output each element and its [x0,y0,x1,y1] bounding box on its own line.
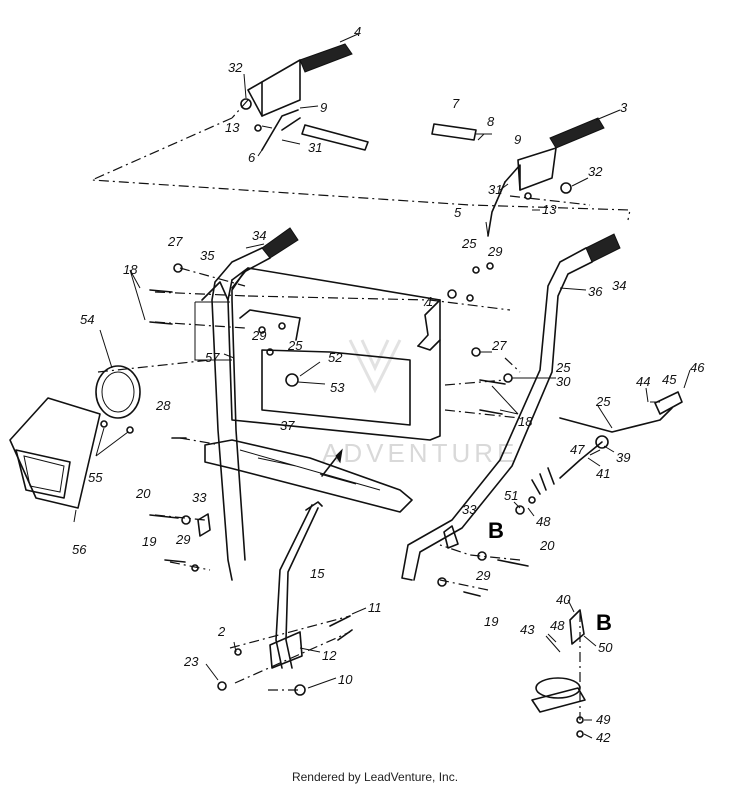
label-52: 52 [328,350,343,365]
detail-b [531,609,586,713]
label-42: 42 [596,730,611,745]
label-29b: 29 [251,328,266,343]
watermark-logo: ADVENTURE [322,339,518,468]
label-33: 33 [192,490,207,505]
label-29d: 29 [475,568,490,583]
label-32b: 32 [588,164,603,179]
part-labels: 4 32 9 13 6 31 7 8 3 9 32 31 5 13 34 27 … [72,24,705,745]
label-45: 45 [662,372,677,387]
label-41: 41 [596,466,610,481]
label-53: 53 [330,380,345,395]
hardware [100,98,584,738]
label-46: 46 [690,360,705,375]
label-43: 43 [520,622,535,637]
label-6: 6 [248,150,256,165]
label-25d: 25 [595,394,611,409]
gear-linkage [531,391,683,495]
label-9b: 9 [514,132,521,147]
label-19: 19 [142,534,156,549]
label-4: 4 [354,24,361,39]
label-47: 47 [570,442,585,457]
label-20b: 20 [539,538,555,553]
label-25b: 25 [287,338,303,353]
label-31: 31 [308,140,322,155]
label-28: 28 [155,398,171,413]
label-5: 5 [454,205,462,220]
shift-rod [269,501,323,669]
label-54: 54 [80,312,94,327]
label-2: 2 [217,624,226,639]
label-20: 20 [135,486,151,501]
label-9: 9 [320,100,327,115]
label-18b: 18 [518,414,533,429]
label-57: 57 [205,350,220,365]
label-11: 11 [368,600,382,615]
lower-frame [204,439,413,513]
label-31b: 31 [488,182,502,197]
label-34b: 34 [612,278,626,293]
label-23: 23 [183,654,199,669]
label-49: 49 [596,712,610,727]
grip-sleeve [301,123,492,151]
label-37: 37 [280,418,295,433]
label-50: 50 [598,640,613,655]
label-48b: 48 [550,618,565,633]
left-control-handle [247,43,353,151]
label-13: 13 [225,120,240,135]
leader-lines [73,33,691,739]
label-56: 56 [72,542,87,557]
label-27: 27 [167,234,183,249]
label-10: 10 [338,672,353,687]
label-19b: 19 [484,614,498,629]
label-3: 3 [620,100,628,115]
label-40: 40 [556,592,571,607]
label-32: 32 [228,60,243,75]
left-handlebar [201,227,299,581]
label-13b: 13 [542,202,557,217]
control-panel [194,267,441,441]
label-1: 1 [426,294,433,309]
label-27b: 27 [491,338,507,353]
label-35: 35 [200,248,215,263]
footer-credit: Rendered by LeadVenture, Inc. [291,770,459,784]
label-25: 25 [461,236,477,251]
watermark-text: ADVENTURE [322,438,518,468]
label-29c: 29 [175,532,190,547]
label-34: 34 [252,228,266,243]
label-36: 36 [588,284,603,299]
callout-b-right: B [596,610,612,635]
label-44: 44 [636,374,650,389]
label-25c: 25 [555,360,571,375]
label-33b: 33 [462,502,477,517]
label-12: 12 [322,648,337,663]
label-18: 18 [123,262,138,277]
label-30: 30 [556,374,571,389]
label-7: 7 [452,96,460,111]
callout-b-left: B [488,518,504,543]
right-handlebar [401,233,621,581]
label-29: 29 [487,244,502,259]
label-48: 48 [536,514,551,529]
label-15: 15 [310,566,325,581]
label-8: 8 [487,114,495,129]
label-55: 55 [88,470,103,485]
label-51: 51 [504,488,518,503]
headlight [9,365,141,509]
right-control-handle [487,117,605,237]
label-39: 39 [616,450,630,465]
